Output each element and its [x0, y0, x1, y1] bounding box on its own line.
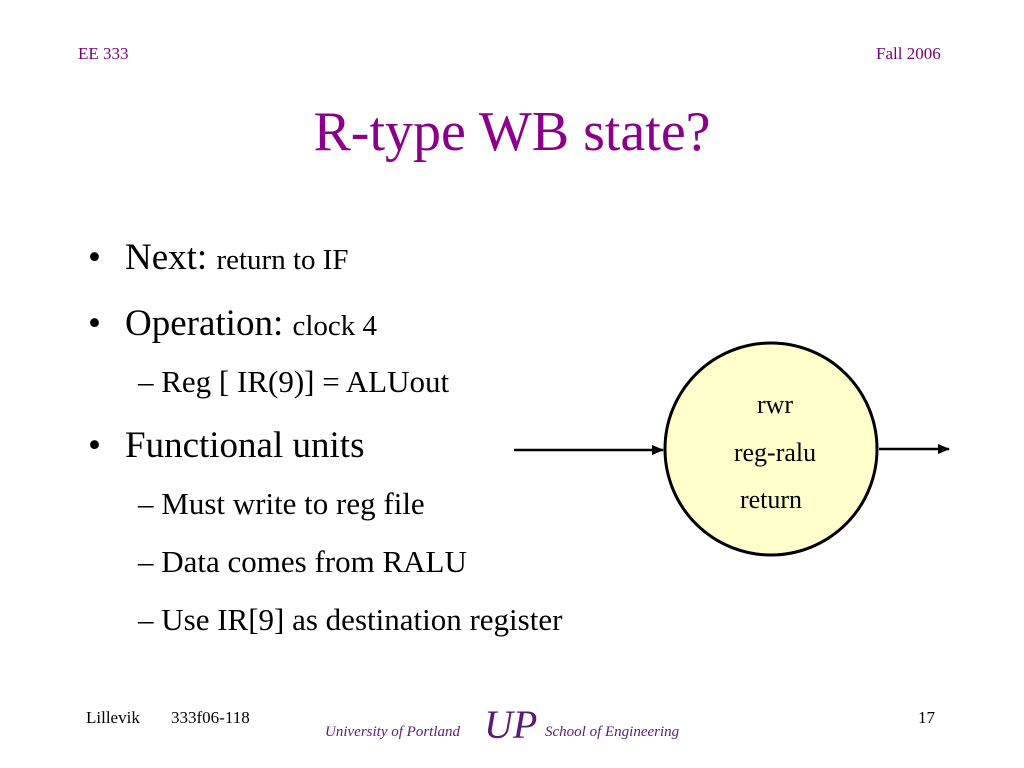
footer-code: 333f06-118 — [171, 708, 250, 727]
sub-bullet-data-ralu: – Data comes from RALU — [138, 544, 467, 579]
bullet-detail: clock 4 — [292, 310, 378, 342]
bullet-dot-icon: • — [88, 425, 101, 466]
sub-bullet-write-reg: – Must write to reg file — [138, 486, 425, 521]
sub-bullet-dest-register: – Use IR[9] as destination register — [138, 602, 563, 637]
state-line-reg-ralu: reg-ralu — [734, 438, 816, 467]
state-line-rwr: rwr — [757, 390, 793, 419]
course-label: EE 333 — [78, 44, 129, 63]
bullet-dot-icon: • — [88, 303, 101, 344]
bullet-label: Next: — [125, 237, 208, 278]
bullet-label: Operation: — [125, 303, 284, 344]
page-number: 17 — [918, 708, 935, 727]
bullet-dot-icon: • — [88, 237, 101, 278]
footer-author: Lillevik — [86, 708, 140, 727]
term-label: Fall 2006 — [876, 44, 941, 63]
sub-bullet-reg-assign: – Reg [ IR(9)] = ALUout — [138, 364, 450, 399]
bullet-detail: return to IF — [216, 244, 349, 276]
slide-title: R-type WB state? — [313, 101, 711, 163]
footer-university: University of Portland — [325, 724, 460, 740]
state-circle — [663, 341, 879, 557]
state-line-return: return — [740, 485, 802, 514]
bullet-label: Functional units — [125, 425, 365, 466]
logo-letters: UP — [484, 702, 537, 747]
university-logo: UP — [484, 702, 537, 747]
footer-school: School of Engineering — [545, 724, 680, 740]
